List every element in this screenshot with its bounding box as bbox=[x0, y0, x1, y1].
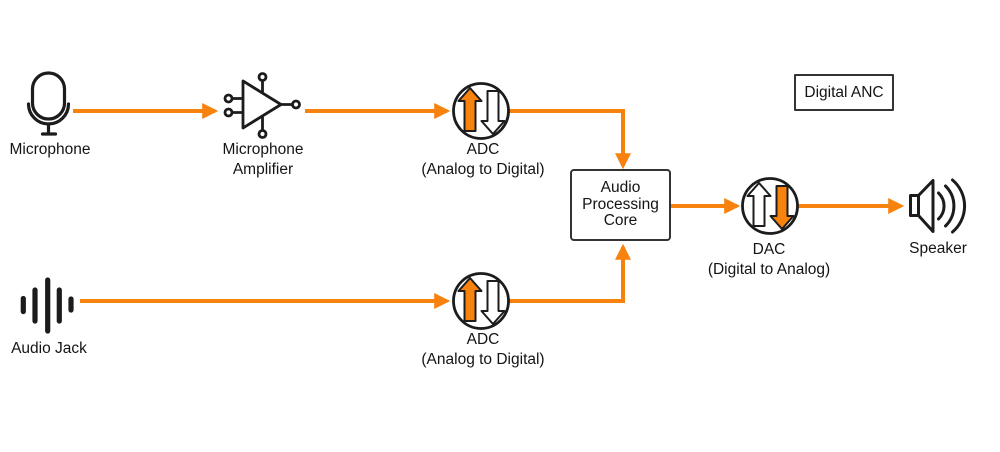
adc-bottom-label-sub: (Analog to Digital) bbox=[421, 351, 545, 368]
speaker-wave-2 bbox=[944, 184, 956, 228]
adc-bottom-up-arrow bbox=[457, 277, 483, 322]
dac-icon bbox=[741, 177, 799, 235]
speaker-wave-1 bbox=[937, 191, 946, 221]
dac-up-arrow bbox=[746, 182, 772, 227]
amplifier-label-line1: Microphone bbox=[222, 141, 304, 158]
speaker-icon bbox=[909, 178, 967, 234]
speaker-label: Speaker bbox=[909, 240, 967, 257]
speaker-wave-3 bbox=[951, 178, 967, 234]
adc-bottom-icon bbox=[452, 272, 510, 330]
microphone-icon bbox=[26, 71, 71, 136]
amplifier-label: Microphone Amplifier bbox=[223, 140, 304, 180]
dac-label-sub: (Digital to Analog) bbox=[707, 261, 831, 278]
audio-jack-icon bbox=[20, 277, 74, 334]
core-label-line3: Core bbox=[603, 212, 638, 230]
dac-label-title: DAC bbox=[752, 241, 786, 258]
digital-anc-badge: Digital ANC bbox=[794, 74, 894, 111]
dac-down-arrow bbox=[769, 185, 795, 230]
speaker-cone bbox=[917, 179, 935, 233]
audio-processing-core-box: Audio Processing Core bbox=[570, 169, 671, 241]
connector-adc-bottom-to-core bbox=[509, 243, 631, 303]
dac-label: DAC (Digital to Analog) bbox=[708, 240, 830, 280]
core-label-line2: Processing bbox=[582, 195, 659, 213]
adc-top-label-title: ADC bbox=[466, 141, 500, 158]
adc-bottom-down-arrow bbox=[480, 280, 506, 325]
audio-jack-label: Audio Jack bbox=[11, 340, 87, 357]
dac-circle bbox=[741, 177, 799, 235]
amplifier-label-line2: Amplifier bbox=[232, 161, 294, 178]
opamp-bottom-terminal bbox=[257, 129, 268, 139]
adc-bottom-label: ADC (Analog to Digital) bbox=[421, 330, 544, 370]
adc-top-up-arrow bbox=[457, 87, 483, 132]
microphone-label: Microphone bbox=[9, 141, 91, 158]
opamp-top-terminal bbox=[257, 72, 268, 82]
opamp-input1-terminal bbox=[223, 93, 234, 104]
mic-capsule bbox=[30, 71, 67, 121]
opamp-input2-terminal bbox=[223, 107, 234, 118]
digital-anc-label: Digital ANC bbox=[804, 83, 884, 101]
adc-top-icon bbox=[452, 82, 510, 140]
core-label-line1: Audio bbox=[600, 179, 641, 197]
connector-adc-top-to-core bbox=[509, 109, 631, 170]
adc-bottom-circle bbox=[452, 272, 510, 330]
adc-top-down-arrow bbox=[480, 90, 506, 135]
adc-bottom-label-title: ADC bbox=[466, 331, 500, 348]
opamp-output-terminal bbox=[291, 99, 301, 110]
adc-top-label-sub: (Analog to Digital) bbox=[421, 161, 545, 178]
adc-top-label: ADC (Analog to Digital) bbox=[421, 140, 544, 180]
amplifier-icon bbox=[223, 72, 301, 139]
opamp-terminal-leads bbox=[232, 80, 292, 131]
adc-top-circle bbox=[452, 82, 510, 140]
